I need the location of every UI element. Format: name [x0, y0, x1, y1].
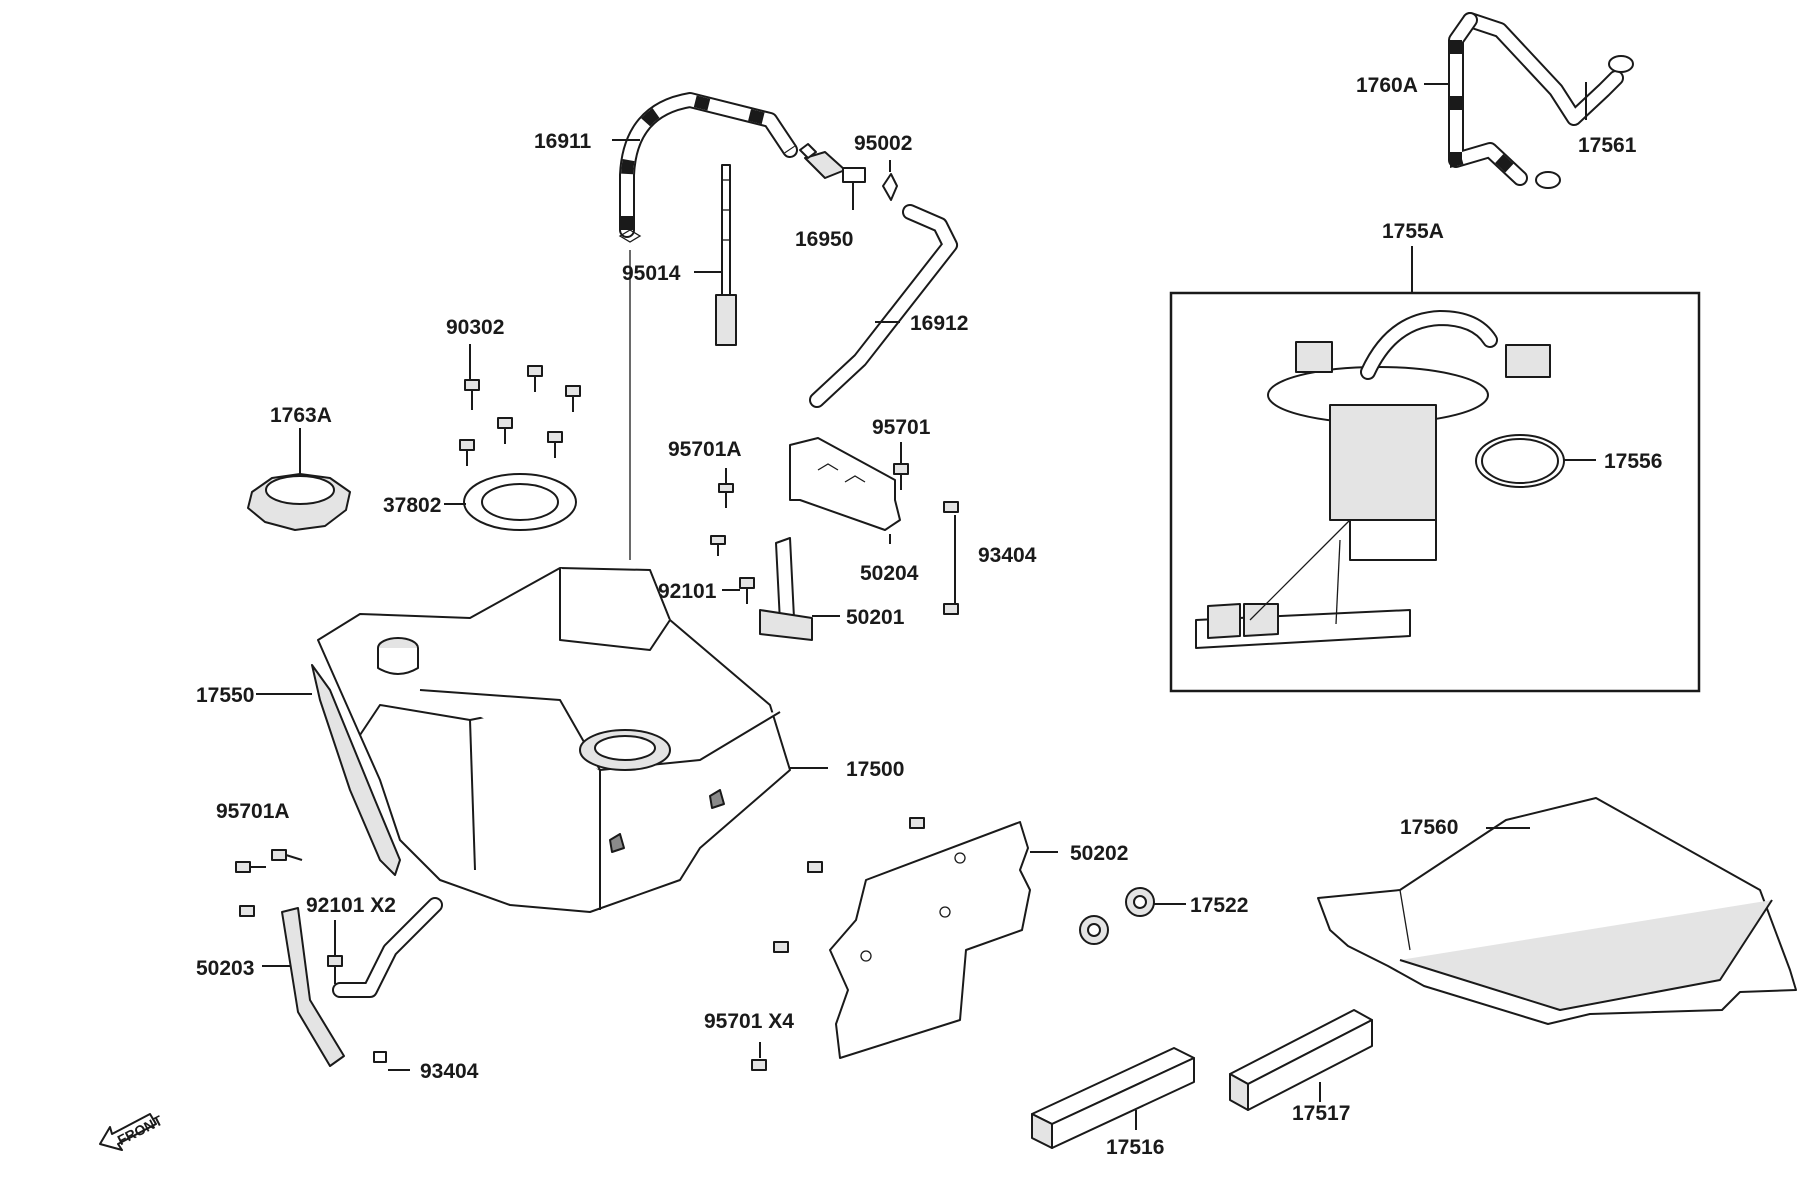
callout-1755A: 1755A [1382, 220, 1444, 243]
callout-95014: 95014 [622, 262, 681, 285]
callout-17561: 17561 [1578, 134, 1637, 157]
callout-17556: 17556 [1604, 450, 1662, 473]
bracket-50204 [789, 437, 901, 531]
bolt-92101-x2 [327, 955, 343, 984]
callout-93404-bottom: 93404 [420, 1060, 479, 1083]
callout-95701: 95701 [872, 416, 931, 439]
bolt-set-90302 [459, 365, 581, 466]
bolt [565, 385, 581, 412]
tank-guard-17550 [311, 664, 401, 876]
bolt [459, 439, 475, 466]
callout-50204: 50204 [860, 562, 919, 585]
bolt [497, 417, 513, 444]
grommet-17522 [1079, 887, 1155, 945]
callout-93404-right: 93404 [978, 544, 1037, 567]
o-ring-17556 [1475, 434, 1565, 488]
level-gauge-95014 [715, 164, 737, 346]
callout-95701A-left: 95701A [216, 800, 290, 823]
front-label: FRONT [115, 1112, 166, 1148]
heat-shield-50202 [829, 821, 1031, 1059]
foam-pad-17516 [1031, 1047, 1195, 1149]
fuel-pump-frame-1755A [1169, 291, 1701, 693]
front-direction-marker: FRONT [99, 1112, 166, 1151]
callout-37802: 37802 [383, 494, 441, 517]
bolt-95701 [893, 463, 909, 490]
fuel-pump-assembly-1755A [1195, 310, 1551, 649]
hose-clamp-17561 [1535, 55, 1634, 189]
bolt [464, 379, 480, 410]
tank-cover-17560 [1317, 797, 1797, 1025]
callout-17560: 17560 [1400, 816, 1458, 839]
bolt [527, 365, 543, 392]
callout-17500: 17500 [846, 758, 904, 781]
callout-16911: 16911 [534, 130, 592, 153]
callout-95002: 95002 [854, 132, 912, 155]
callout-17517: 17517 [1292, 1102, 1350, 1125]
callout-50203: 50203 [196, 957, 254, 980]
callout-95701A-top: 95701A [668, 438, 742, 461]
callout-16950: 16950 [795, 228, 853, 251]
callout-16912: 16912 [910, 312, 968, 335]
bolt-group-95701-x4 [751, 817, 925, 1071]
foam-pad-17517 [1229, 1009, 1373, 1111]
callout-50202: 50202 [1070, 842, 1128, 865]
bolt-95701A-top [710, 483, 734, 556]
fuel-tank-17500 [317, 567, 791, 913]
vent-hose-16912 [809, 204, 958, 408]
callout-92101: 92101 [658, 580, 717, 603]
breather-hose-16911 [618, 92, 798, 560]
callout-17516: 17516 [1106, 1136, 1164, 1159]
callout-labels: 16911 95002 16950 95014 16912 90302 1763… [196, 74, 1662, 1159]
filler-cap-1763A [247, 473, 351, 531]
callout-1763A: 1763A [270, 404, 332, 427]
callout-50201: 50201 [846, 606, 905, 629]
bolt-95701A-left [235, 849, 303, 873]
bolt-left-single [239, 905, 255, 917]
vent-hose-1760A [1448, 12, 1624, 186]
callout-17522: 17522 [1190, 894, 1248, 917]
bolt-92101 [739, 577, 755, 604]
leader-lines [256, 82, 1596, 1130]
bracket-50203 [281, 897, 443, 1067]
bracket-50201 [759, 537, 813, 641]
bolt [547, 431, 563, 458]
callout-90302: 90302 [446, 316, 504, 339]
callout-92101-x2: 92101 X2 [306, 894, 396, 917]
callout-1760A: 1760A [1356, 74, 1418, 97]
gasket-37802 [463, 473, 577, 531]
callout-17550: 17550 [196, 684, 254, 707]
bolt-93404-right [943, 501, 959, 615]
callout-95701-x4: 95701 X4 [704, 1010, 794, 1033]
hose-clip-95002 [882, 173, 898, 201]
